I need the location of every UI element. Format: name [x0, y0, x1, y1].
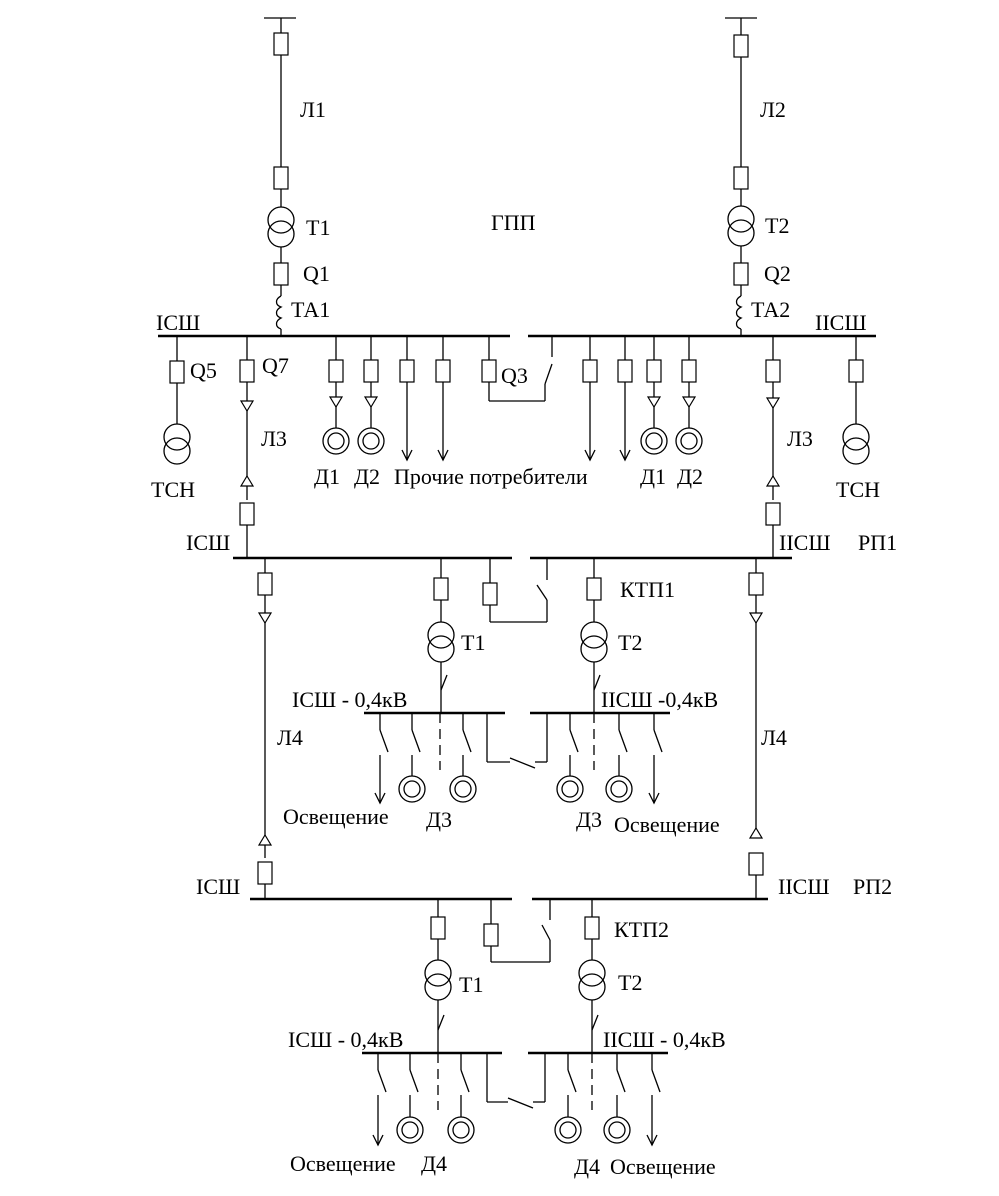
gpp-left-feeders	[163, 336, 553, 558]
label-ktp2-lv1: IСШ - 0,4кВ	[288, 1027, 403, 1052]
label-l3-right: Л3	[787, 426, 813, 451]
label-ktp1-t2: Т2	[618, 630, 642, 655]
label-t1: Т1	[306, 215, 330, 240]
label-ktp2-t1: Т1	[459, 972, 483, 997]
label-d2-right: Д2	[677, 464, 703, 489]
rp1-feeders	[257, 558, 764, 899]
ktp2-lv-feeders	[372, 1053, 661, 1147]
label-d4: Д4	[421, 1151, 447, 1176]
rp2-feeders	[424, 899, 606, 1053]
label-ktp2-t2: Т2	[618, 970, 642, 995]
label-ktp1-t1: Т1	[461, 630, 485, 655]
label-tsn-right: ТСН	[836, 477, 880, 502]
label-rp2-bus1: IСШ	[196, 874, 240, 899]
label-l3-left: Л3	[261, 426, 287, 451]
label-ktp2: КТП2	[614, 917, 669, 942]
label-lighting-2: Освещение	[614, 812, 720, 837]
label-q7: Q7	[262, 353, 289, 378]
label-rp2: РП2	[853, 874, 892, 899]
label-d3-right: Д3	[576, 807, 602, 832]
label-d3: Д3	[426, 807, 452, 832]
gpp-right-feeders	[582, 336, 870, 558]
label-ta2: ТА2	[751, 297, 790, 322]
label-ktp1-lv2: IIСШ -0,4кВ	[601, 687, 718, 712]
incoming-feeder-1	[264, 17, 296, 336]
label-ta1: ТА1	[291, 297, 330, 322]
label-q1: Q1	[303, 261, 330, 286]
label-l4-right: Л4	[761, 725, 787, 750]
label-tsn-left: ТСН	[151, 477, 195, 502]
label-bus2: IIСШ	[815, 310, 867, 335]
ktp1-lv-feeders	[374, 713, 663, 805]
label-q3: Q3	[501, 363, 528, 388]
label-bus1: IСШ	[156, 310, 200, 335]
label-ktp1-lv1: IСШ - 0,4кВ	[292, 687, 407, 712]
label-rp1: РП1	[858, 530, 897, 555]
label-lighting-3: Освещение	[290, 1151, 396, 1176]
label-rp1-bus2: IIСШ	[779, 530, 831, 555]
label-rp2-bus2: IIСШ	[778, 874, 830, 899]
label-l1: Л1	[300, 97, 326, 122]
label-lighting-1: Освещение	[283, 804, 389, 829]
label-q5: Q5	[190, 358, 217, 383]
label-l2: Л2	[760, 97, 786, 122]
label-ktp1: КТП1	[620, 577, 675, 602]
label-lighting-4: Освещение	[610, 1154, 716, 1179]
label-ktp2-lv2: IIСШ - 0,4кВ	[603, 1027, 726, 1052]
labels: Л1 Л2 Т1 Т2 ГПП Q1 Q2 ТА1 ТА2 IСШ IIСШ Q…	[151, 97, 897, 1179]
label-other-consumers: Прочие потребители	[394, 464, 588, 489]
label-q2: Q2	[764, 261, 791, 286]
label-l4-left: Л4	[277, 725, 303, 750]
label-rp1-bus1: IСШ	[186, 530, 230, 555]
label-t2: Т2	[765, 213, 789, 238]
label-gpp: ГПП	[491, 210, 536, 235]
label-d1-right: Д1	[640, 464, 666, 489]
label-d1: Д1	[314, 464, 340, 489]
label-d4-right: Д4	[574, 1154, 600, 1179]
incoming-feeder-2	[725, 17, 757, 336]
label-d2: Д2	[354, 464, 380, 489]
